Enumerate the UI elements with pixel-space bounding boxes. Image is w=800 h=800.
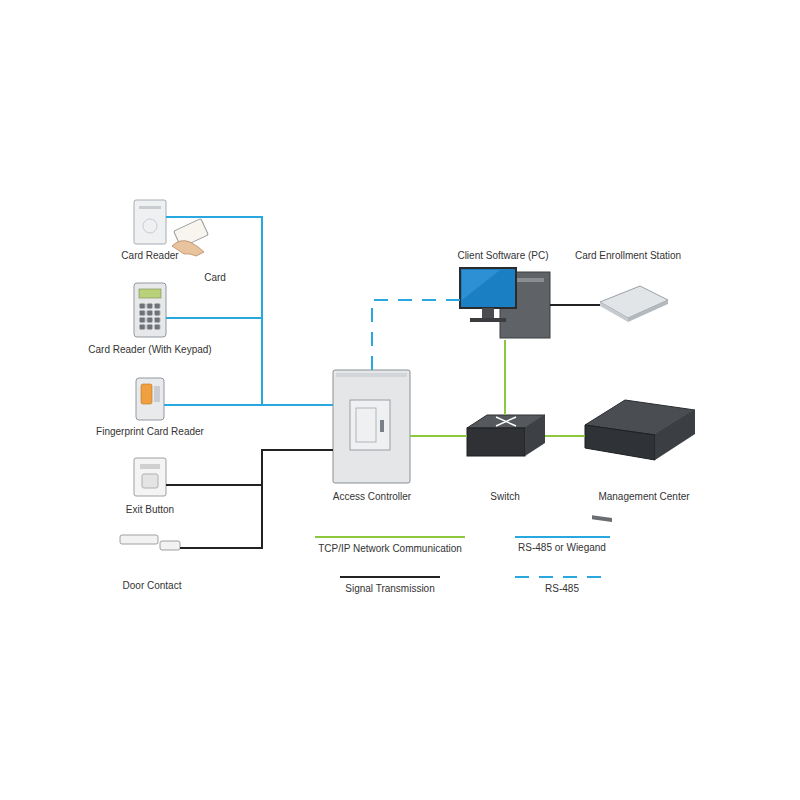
device-node: Management Center bbox=[585, 400, 695, 460]
device-node: Card Reader (With Keypad) bbox=[134, 283, 166, 337]
device-caption: Exit Button bbox=[126, 504, 174, 516]
connector-line bbox=[166, 217, 333, 405]
door-contact-icon bbox=[120, 535, 180, 550]
connector-line bbox=[164, 404, 333, 406]
device-node: Fingerprint Card Reader bbox=[136, 378, 164, 420]
fingerprint-reader-icon bbox=[136, 378, 164, 420]
pc-icon bbox=[460, 268, 550, 338]
connector-line bbox=[545, 435, 585, 437]
device-caption: Card Reader (With Keypad) bbox=[88, 344, 211, 356]
connector-line bbox=[504, 340, 506, 415]
access-controller-icon bbox=[333, 370, 410, 483]
device-node: Door Contact bbox=[120, 535, 180, 558]
device-caption: Card Enrollment Station bbox=[575, 250, 681, 262]
device-caption: Client Software (PC) bbox=[457, 250, 548, 262]
device-caption: Card bbox=[204, 272, 226, 284]
device-node: Card Enrollment Station bbox=[600, 286, 668, 322]
legend-text: RS-485 or Wiegand bbox=[518, 542, 606, 554]
device-node: Access Controller bbox=[333, 370, 410, 483]
device-node: Exit Button bbox=[134, 458, 166, 496]
connector-line bbox=[180, 450, 333, 548]
device-caption: Switch bbox=[490, 491, 519, 503]
device-node: Card Reader bbox=[134, 200, 166, 245]
connector-line bbox=[166, 318, 333, 405]
device-caption: Fingerprint Card Reader bbox=[96, 426, 204, 438]
card-reader-icon bbox=[134, 200, 166, 244]
legend-text: TCP/IP Network Communication bbox=[318, 543, 462, 555]
management-center-icon bbox=[585, 400, 695, 522]
legend-text: RS-485 bbox=[545, 583, 579, 595]
device-caption: Door Contact bbox=[123, 580, 182, 592]
enrollment-station-icon bbox=[600, 286, 668, 322]
keypad-reader-icon bbox=[134, 283, 166, 337]
connector-line bbox=[166, 450, 333, 485]
device-node: Switch bbox=[467, 415, 545, 458]
switch-icon bbox=[467, 415, 545, 456]
device-caption: Card Reader bbox=[121, 250, 178, 262]
connector-line bbox=[410, 435, 467, 437]
legend-samples bbox=[315, 537, 610, 577]
connector-line bbox=[372, 300, 460, 370]
device-node: Card bbox=[170, 222, 208, 256]
device-caption: Management Center bbox=[598, 491, 689, 503]
device-node: Client Software (PC) bbox=[460, 265, 550, 340]
device-caption: Access Controller bbox=[333, 491, 411, 503]
exit-button-icon bbox=[134, 458, 166, 496]
connector-line bbox=[550, 304, 600, 306]
legend-text: Signal Transmission bbox=[345, 583, 434, 595]
